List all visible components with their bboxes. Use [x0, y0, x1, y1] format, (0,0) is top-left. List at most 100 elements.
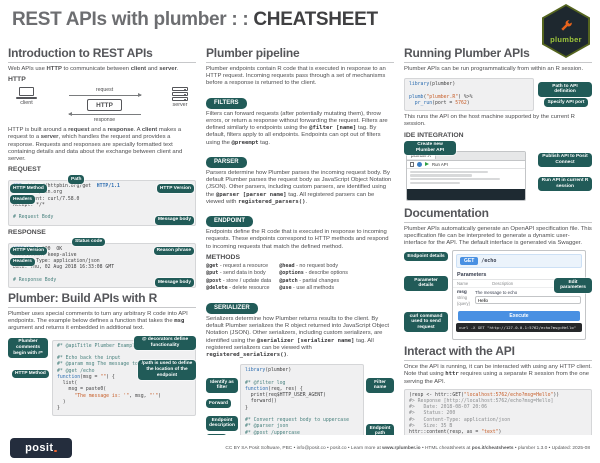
param-type: string — [457, 295, 468, 301]
curl-command-text: curl -X GET "http://127.0.0.1:5762/echo?… — [456, 323, 582, 333]
code-line: @delete - delete resource — [206, 285, 270, 292]
reason-phrase-badge: Reason phrase — [153, 246, 194, 256]
running-section-title: Running Plumber APIs — [404, 46, 592, 63]
http-diagram: client request HTTP response server — [8, 85, 196, 125]
filter-name-badge: Filter name — [366, 378, 394, 393]
column-running: Running Plumber APIs Plumber APIs can be… — [404, 44, 592, 435]
intro-section-title: Introduction to REST APIs — [8, 46, 196, 63]
api-port-badge: Specify API port — [544, 98, 588, 107]
endpoint-paragraph: Endpoints define the R code that is exec… — [206, 229, 389, 250]
code-line: ) — [57, 399, 66, 405]
swagger-annotated: Endpoint details Parameter details curl … — [404, 250, 592, 342]
publish-icon[interactable] — [417, 161, 422, 167]
new-file-icon[interactable] — [410, 161, 414, 167]
client-icon — [16, 87, 37, 100]
headers-badge-2: Headers — [10, 257, 35, 267]
intro-paragraph: Web APIs use HTTP to communicate between… — [8, 66, 179, 72]
pipeline-section-title: Plumber pipeline — [206, 46, 394, 63]
edit-parameters-badge: Edit parameters — [554, 278, 592, 293]
code-line: #> Status: 200 — [409, 411, 456, 417]
message-body-badge-2: Message body — [154, 278, 194, 288]
run-api-button[interactable]: Run API — [432, 161, 448, 167]
name-column: Name — [457, 281, 469, 287]
message-body-badge: Message body — [154, 215, 194, 225]
endpoint-stage-badge: ENDPOINT — [206, 216, 254, 228]
posit-logo-dot — [54, 449, 57, 453]
server-label: server — [172, 101, 188, 108]
documentation-section-title: Documentation — [404, 206, 592, 223]
http-label: HTTP — [8, 76, 26, 84]
code-line: # Request Body — [13, 215, 54, 221]
code-line-placeholder — [410, 178, 500, 181]
parameter-description: The message to echo — [474, 290, 581, 307]
server-icon — [172, 87, 188, 101]
code-line: library(plumber) — [245, 368, 292, 374]
build-section-title: Plumber: Build APIs with R — [8, 291, 196, 309]
http-get-chip: GET — [460, 257, 479, 266]
parameters-column-headers: Name Description — [453, 280, 585, 289]
parser-paragraph: Parsers determine how Plumber parses the… — [206, 170, 392, 205]
methods-list-right: @head - no request body@options - descri… — [279, 263, 348, 293]
code-line: #* @get /echo — [57, 368, 95, 374]
plumber-comments-badge: Plumber comments begin with #* — [8, 337, 48, 358]
request-arrow — [68, 93, 142, 98]
code-line: #* @filter log — [245, 380, 286, 386]
header: REST APIs with plumber : : CHEATSHEET pl… — [0, 0, 600, 58]
code-line: list( — [57, 381, 78, 387]
footer: posit CC BY SA Posit Software, PBC • inf… — [0, 437, 600, 463]
request-label-diagram: request — [95, 87, 114, 94]
code-line: pr_run(port = 5762) — [414, 100, 470, 106]
code-line: Date: Thu, 02 Aug 2018 16:33:08 GMT — [13, 265, 115, 271]
serializer-paragraph: Serializers determine how Plumber return… — [206, 316, 390, 359]
code-line: Connection: keep-alive — [13, 252, 77, 258]
plumber-hex-logo: plumber — [542, 4, 590, 58]
request-label: REQUEST — [8, 166, 41, 174]
code-line: #* @post /uppercase — [245, 430, 300, 435]
endpoint-path: /echo — [481, 258, 497, 265]
swagger-endpoint-row[interactable]: GET /echo — [456, 254, 582, 269]
code-line: #* Convert request body to uppercase — [245, 418, 349, 424]
code-line: #> Date: 2018-08-07 20:06 — [409, 405, 487, 411]
build-example: #* @apiTitle Plumber Example API #* Echo… — [8, 335, 196, 417]
http-version-badge-2: HTTP Version — [10, 246, 48, 256]
http-version-badge: HTTP Version — [156, 184, 194, 193]
methods-list: @get - request a resource@put - send dat… — [206, 263, 394, 293]
serializer-stage-badge: SERIALIZER — [206, 302, 258, 314]
ide-code-area — [407, 169, 525, 189]
code-line: httr::content(resp, as = "text") — [409, 430, 502, 435]
content-columns: Introduction to REST APIs Web APIs use H… — [8, 44, 592, 435]
parameter-value-input[interactable] — [474, 296, 581, 305]
request-example: GET http://httpbin.org/get HTTP/1.1Host:… — [8, 175, 196, 226]
endpoint-path-badge: Endpoint path — [366, 424, 394, 435]
running-paragraph: Plumber APIs can be run programmatically… — [404, 66, 584, 72]
api-definition-badge: Path to API definition — [538, 82, 592, 97]
methods-label: METHODS — [206, 253, 240, 261]
response-label: RESPONSE — [8, 228, 46, 236]
swagger-ui-mock: GET /echo Parameters Name Description ms… — [452, 250, 586, 341]
run-api-play-icon[interactable] — [425, 162, 429, 167]
pipeline-paragraph: Plumber endpoints contain R code that is… — [206, 66, 386, 87]
code-line: #* Echo back the input — [57, 356, 121, 362]
execute-button[interactable]: Execute — [458, 311, 580, 322]
http-box: HTTP — [87, 99, 122, 112]
running-paragraph-2: This runs the API on the host machine su… — [404, 114, 575, 128]
forward-badge: Forward — [206, 399, 231, 408]
run-code: library(plumber) plumb("plumber.R") %>% … — [404, 78, 534, 112]
code-line: @get - request a resource — [206, 262, 269, 269]
parameter-row: msg string (query) The message to echo — [453, 288, 585, 309]
code-line: #> Size: 35 B — [409, 423, 453, 429]
footer-credits: CC BY SA Posit Software, PBC • info@posi… — [225, 445, 590, 451]
methods-list-left: @get - request a resource@put - send dat… — [206, 263, 271, 293]
interact-section-title: Interact with the API — [404, 344, 592, 362]
code-line: @use - use all methods — [279, 285, 335, 292]
ide-file-tab[interactable]: plumber.R — [407, 152, 437, 160]
client-label: client — [20, 100, 33, 107]
interact-paragraph: Once the API is running, it can be inter… — [404, 364, 592, 385]
documentation-paragraph: Plumber APIs automatically generate an O… — [404, 225, 592, 246]
wrench-icon — [561, 19, 572, 31]
parser-badge: Parser — [206, 434, 227, 435]
code-line: function(msg = "") { — [57, 374, 115, 380]
curl-command-badge: curl command used to send request — [404, 312, 448, 333]
posit-logo: posit — [10, 438, 72, 458]
